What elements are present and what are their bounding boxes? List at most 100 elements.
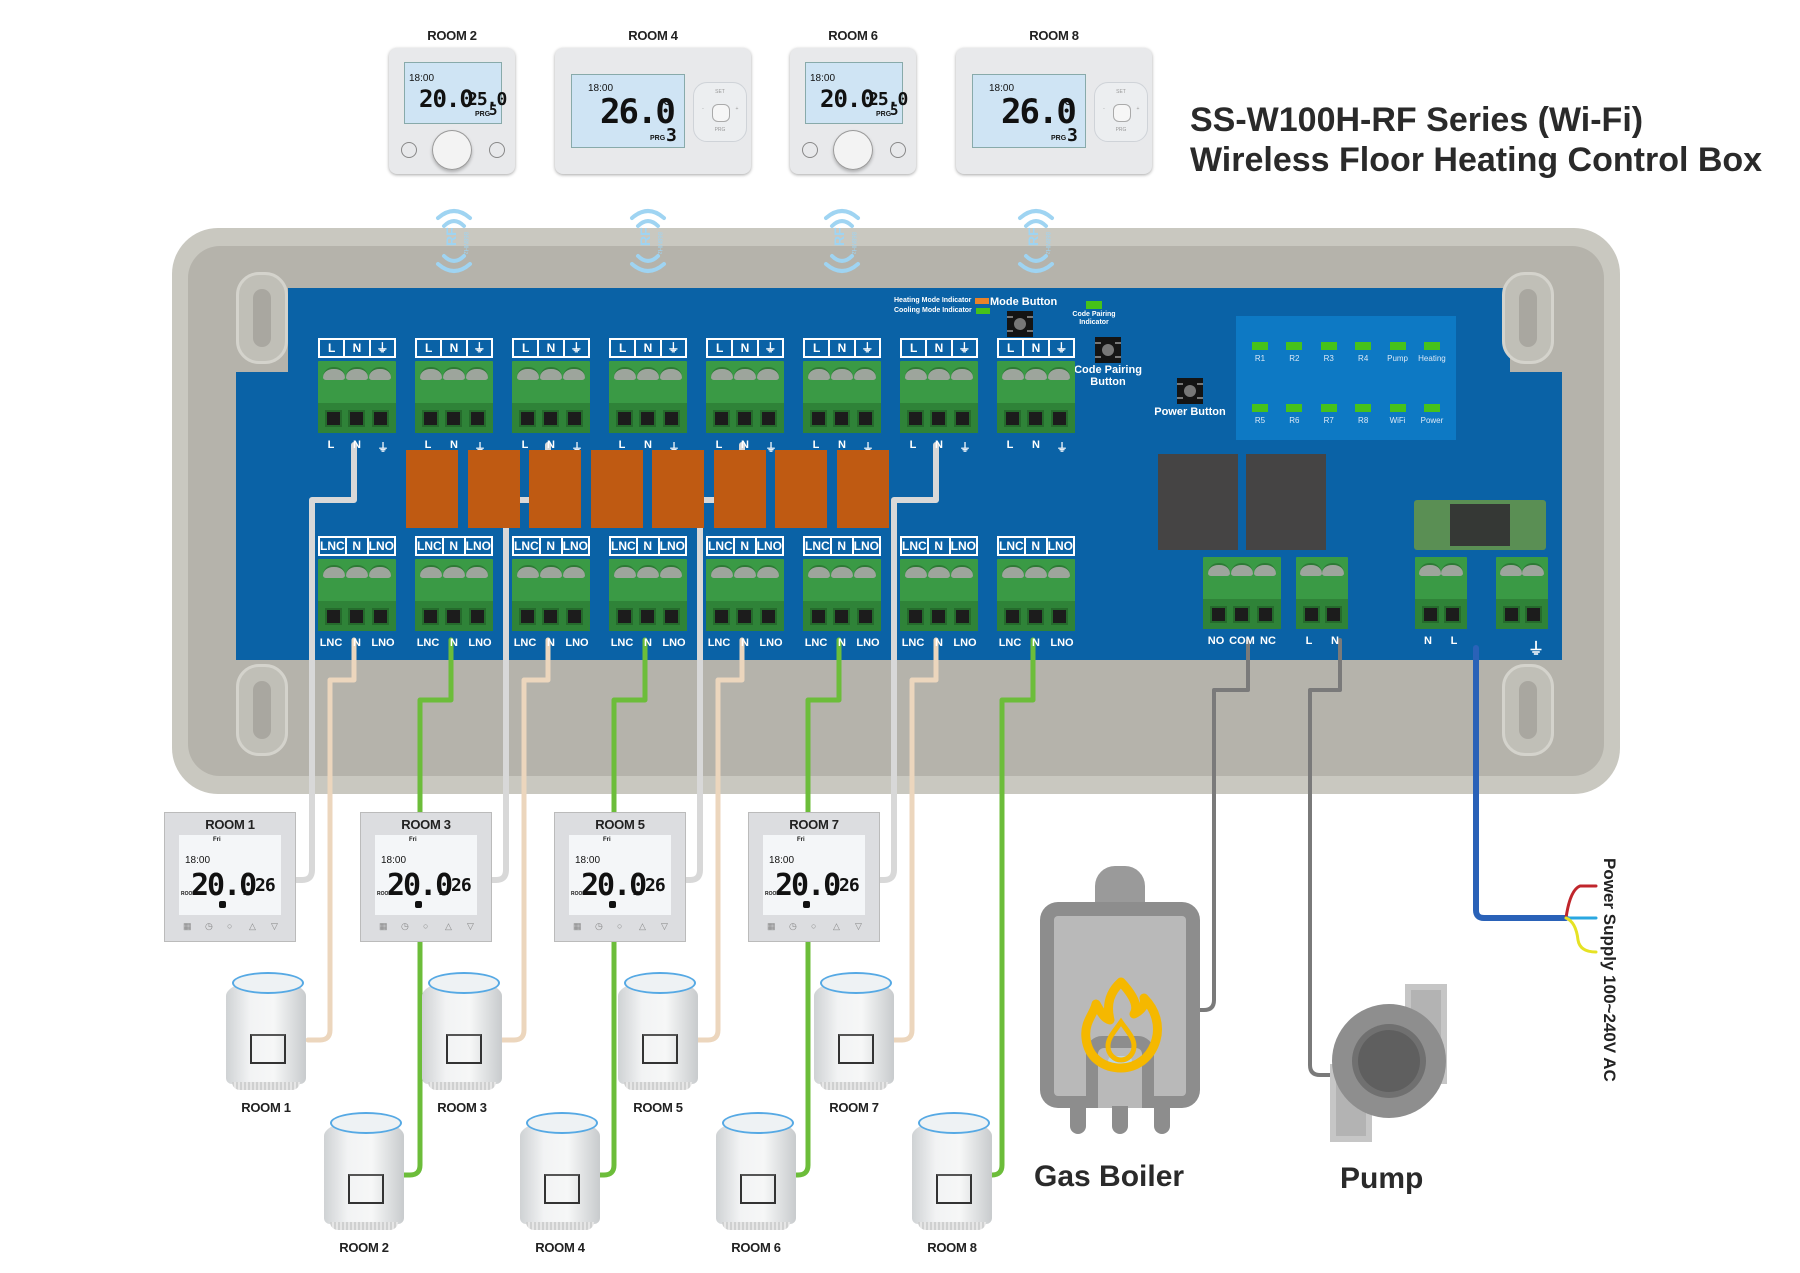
- mode-button[interactable]: [1007, 311, 1033, 337]
- terminal-holes: [1496, 599, 1548, 629]
- clock-button[interactable]: [489, 142, 505, 158]
- clock-button-icon[interactable]: ◷: [789, 921, 797, 931]
- up-button-icon[interactable]: △: [639, 921, 646, 931]
- dpad-plus-button[interactable]: +: [1136, 106, 1140, 112]
- thermostat-knob[interactable]: [432, 130, 472, 170]
- thermal-actuator-8: [912, 1112, 992, 1232]
- lcd-day: Fri: [603, 837, 611, 843]
- power-button[interactable]: [1177, 378, 1203, 404]
- menu-button-icon[interactable]: ▦: [379, 921, 388, 931]
- actuator-room-label: ROOM 1: [241, 1100, 291, 1115]
- terminal-footer-cell: LNO: [759, 637, 783, 649]
- actuator-cap: [820, 972, 892, 994]
- dpad-prg-button[interactable]: PRG: [714, 127, 726, 133]
- terminal-header-cell: L: [708, 340, 734, 356]
- wire-hole: [1027, 607, 1045, 625]
- wire-hole: [519, 409, 537, 427]
- clock-button-icon[interactable]: ◷: [205, 921, 213, 931]
- thermostat-knob[interactable]: [833, 130, 873, 170]
- dpad-center-button[interactable]: [712, 104, 730, 122]
- terminal-footer-cell: LNC: [998, 637, 1022, 649]
- menu-button-icon[interactable]: ▦: [183, 921, 192, 931]
- circuit-board-ext-left: [236, 372, 296, 660]
- down-button-icon[interactable]: ▽: [855, 921, 862, 931]
- terminal-screws: [803, 361, 881, 385]
- wire-hole: [348, 409, 366, 427]
- led-light: [1423, 342, 1440, 350]
- terminal-header-cell: N: [638, 538, 660, 554]
- up-button-icon[interactable]: △: [833, 921, 840, 931]
- power-button-icon[interactable]: ○: [227, 921, 233, 931]
- power-button-icon[interactable]: ○: [617, 921, 623, 931]
- screw: [854, 367, 877, 380]
- dpad-center-button[interactable]: [1113, 104, 1131, 122]
- led-label: Power: [1420, 416, 1444, 425]
- clock-button-icon[interactable]: ◷: [401, 921, 409, 931]
- power-button-icon[interactable]: ○: [811, 921, 817, 931]
- terminal-header-cell: ⏚: [861, 341, 874, 355]
- dpad-set-button[interactable]: SET: [1116, 89, 1126, 95]
- actuator-cap: [526, 1112, 598, 1134]
- terminal-block: [318, 559, 396, 631]
- thermostat-dpad[interactable]: SET - + PRG: [693, 82, 747, 142]
- down-button-icon[interactable]: ▽: [467, 921, 474, 931]
- thermostat-dpad[interactable]: SET - + PRG: [1094, 82, 1148, 142]
- terminal-footer-cell: N: [838, 439, 846, 451]
- down-button-icon[interactable]: ▽: [661, 921, 668, 931]
- lcd-time: 18:00: [575, 855, 601, 866]
- terminal-footer-cell: N: [450, 439, 458, 451]
- dpad-minus-button[interactable]: -: [702, 106, 704, 112]
- svg-text:RF: RF: [831, 227, 847, 246]
- actuator-body: [520, 1120, 600, 1224]
- dpad-set-button[interactable]: SET: [715, 89, 725, 95]
- screw: [830, 367, 853, 380]
- terminal-footer-cell: ⏚: [571, 442, 583, 454]
- clock-button-icon[interactable]: ◷: [595, 921, 603, 931]
- clock-button[interactable]: [890, 142, 906, 158]
- down-button-icon[interactable]: ▽: [271, 921, 278, 931]
- actuator-cap: [232, 972, 304, 994]
- dpad-plus-button[interactable]: +: [735, 106, 739, 112]
- lock-icon: [803, 901, 810, 908]
- wire-hole: [662, 607, 680, 625]
- up-button-icon[interactable]: △: [249, 921, 256, 931]
- menu-button-icon[interactable]: ▦: [767, 921, 776, 931]
- terminal-screws: [512, 361, 590, 385]
- fan-mode-button[interactable]: [401, 142, 417, 158]
- up-button-icon[interactable]: △: [445, 921, 452, 931]
- led-indicator: Heating: [1416, 342, 1448, 363]
- rf-frequency-label: 868MHz: [656, 232, 662, 255]
- terminal-header-cell: ⏚: [376, 341, 389, 355]
- lcd-program-label: PRG: [475, 111, 491, 118]
- terminal-block: [1415, 557, 1467, 629]
- power-button-icon[interactable]: ○: [423, 921, 429, 931]
- code-pairing-button[interactable]: [1095, 337, 1121, 363]
- led-label: R1: [1254, 354, 1266, 363]
- fan-mode-button[interactable]: [802, 142, 818, 158]
- menu-button-icon[interactable]: ▦: [573, 921, 582, 931]
- terminal-header-cell: LNC: [514, 538, 541, 554]
- wire-hole: [759, 409, 777, 427]
- actuator-body: [324, 1120, 404, 1224]
- lcd-set-temp: 26: [645, 875, 666, 896]
- dpad-minus-button[interactable]: -: [1103, 106, 1105, 112]
- lcd-program-number: 5: [890, 103, 899, 119]
- heating-indicator-swatch: [975, 297, 990, 304]
- dpad-prg-button[interactable]: PRG: [1115, 127, 1127, 133]
- actuator-cap: [918, 1112, 990, 1134]
